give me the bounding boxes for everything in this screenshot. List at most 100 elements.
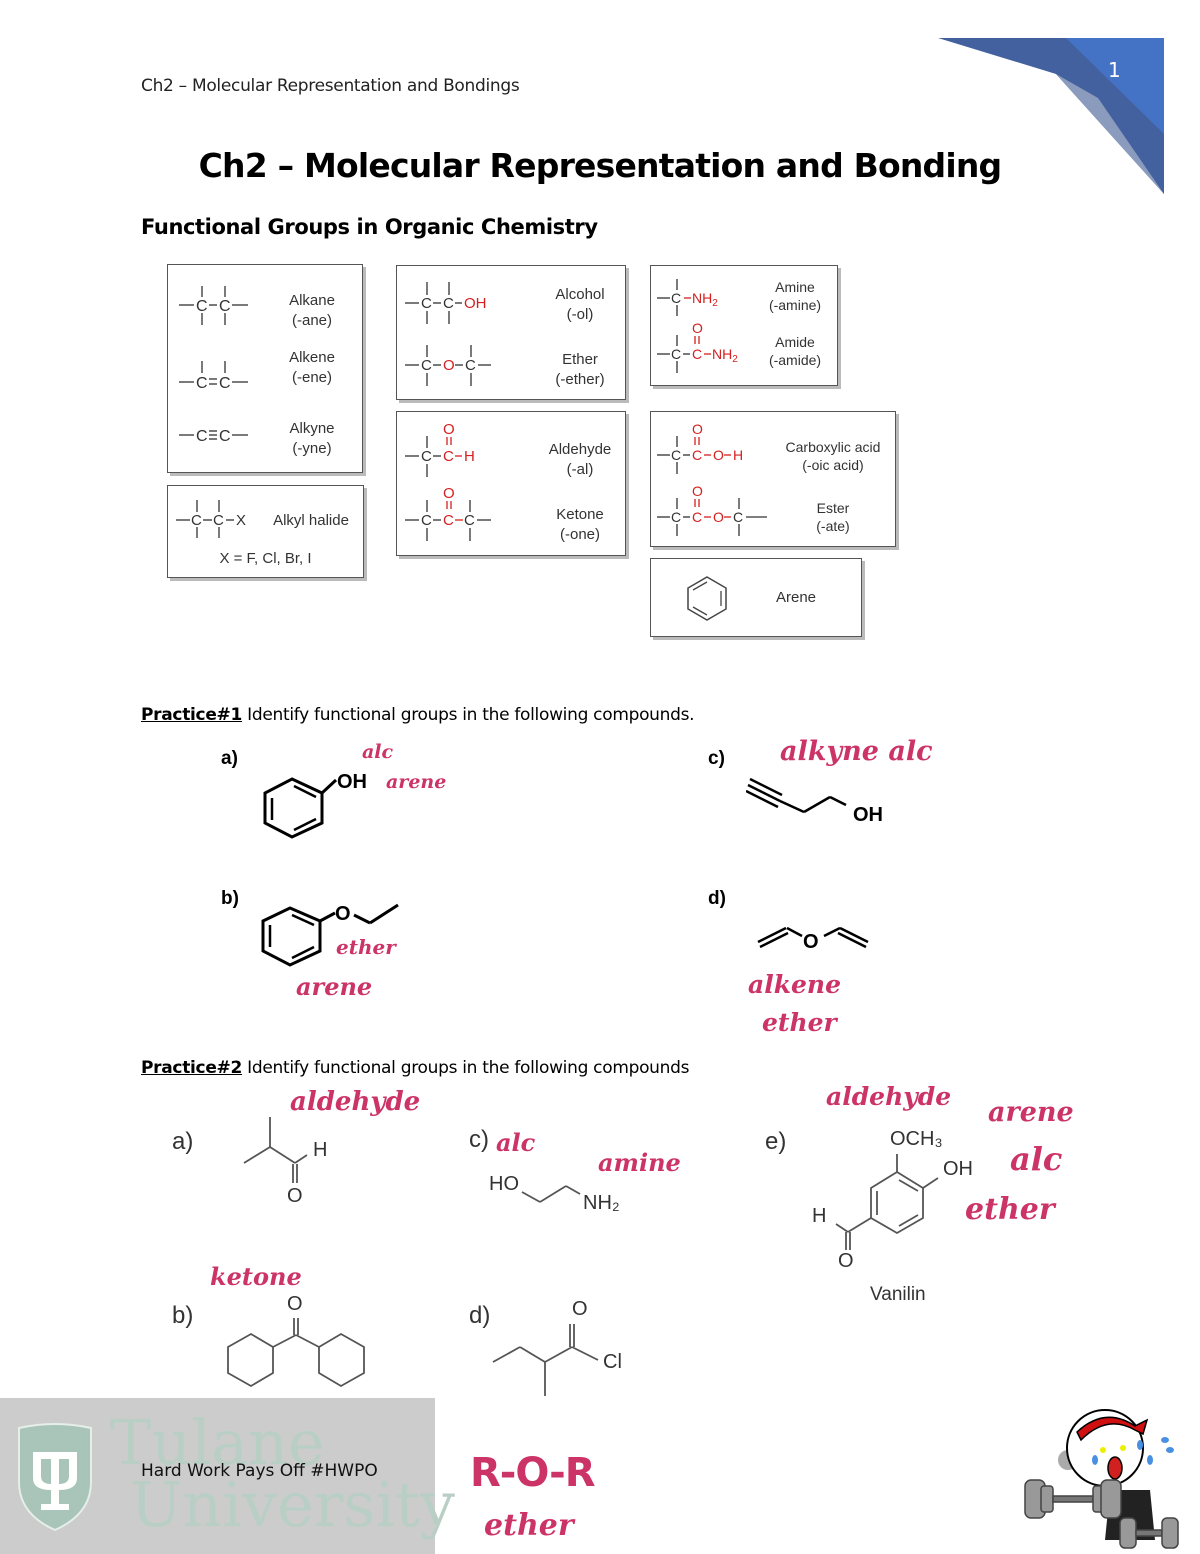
p2e-o-label: O [838, 1250, 854, 1272]
handwritten-ether: ether [484, 1508, 574, 1543]
svg-text:C: C [465, 357, 476, 374]
svg-text:C: C [219, 375, 231, 392]
ester-label: Ester (-ate) [816, 500, 850, 534]
p2-question-a-label: a) [172, 1128, 194, 1155]
isobutyraldehyde-structure [243, 1117, 308, 1183]
tulane-watermark-line2: University [130, 1468, 455, 1541]
svg-text:C: C [671, 290, 681, 306]
amide-label: Amide (-amide) [768, 334, 822, 368]
page-title: Ch2 – Molecular Representation and Bondi… [198, 146, 1003, 185]
p2e-answer-arene: arene [988, 1097, 1074, 1128]
svg-text:C: C [692, 447, 702, 463]
svg-text:C: C [671, 447, 681, 463]
p1d-answer-alkene: alkene [748, 970, 842, 999]
svg-text:H: H [464, 448, 475, 465]
p1-question-a-label: a) [221, 748, 238, 769]
page-number: 1 [1108, 58, 1121, 82]
p2a-h-label: H [313, 1139, 328, 1161]
amine-label: Amine (-amine) [768, 279, 822, 313]
svg-text:O: O [713, 447, 724, 463]
p2b-o-label: O [287, 1293, 303, 1315]
halogen-note: X = F, Cl, Br, I [219, 550, 312, 567]
p2d-o-label: O [572, 1298, 588, 1320]
dicyclohexyl-ketone-structure [227, 1318, 365, 1388]
svg-text:C: C [671, 509, 681, 525]
svg-text:X: X [236, 512, 246, 529]
p2a-o-label: O [287, 1185, 303, 1207]
ethoxybenzene-structure: O [261, 903, 399, 967]
p1-question-c-label: c) [708, 748, 725, 769]
section-heading: Functional Groups in Organic Chemistry [141, 215, 598, 239]
vanillin-structure [835, 1154, 939, 1250]
alkyne-label: Alkyne (-yne) [289, 420, 335, 457]
svg-text:C: C [196, 428, 208, 445]
svg-text:O: O [692, 421, 703, 437]
svg-text:H: H [733, 447, 743, 463]
svg-text:O: O [443, 421, 455, 438]
svg-text:C: C [196, 298, 208, 315]
svg-text:O: O [713, 509, 724, 525]
practice2-heading: Practice#2 Identify functional groups in… [141, 1058, 689, 1078]
p1-question-d-label: d) [708, 888, 726, 909]
p2e-h-label: H [812, 1205, 827, 1227]
weightlifting-mascot-icon [1024, 1409, 1179, 1549]
svg-text:C: C [421, 512, 432, 529]
p2e-oh-label: OH [943, 1158, 973, 1180]
practice1-instruction: Identify functional groups in the follow… [242, 705, 695, 725]
ketone-label: Ketone (-one) [556, 506, 604, 543]
svg-text:C: C [733, 509, 743, 525]
acyl-chloride-structure [492, 1324, 599, 1396]
ether-label: Ether (-ether) [555, 351, 605, 388]
benzene-ring-icon [687, 576, 727, 621]
p2c-answer-alc: alc [496, 1128, 536, 1157]
tulane-watermark-line1: Tulane [110, 1406, 325, 1479]
arene-label: Arene [775, 589, 817, 606]
p2-question-d-label: d) [469, 1302, 491, 1329]
p1d-answer-ether: ether [762, 1008, 837, 1037]
p2e-answer-aldehyde: aldehyde [826, 1082, 952, 1111]
svg-text:O: O [443, 485, 455, 502]
svg-text:C: C [421, 448, 432, 465]
alkene-label: Alkene (-ene) [289, 349, 335, 386]
p1a-answer-alc: alc [362, 741, 394, 763]
practice2-instruction: Identify functional groups in the follow… [242, 1058, 690, 1078]
footer-banner: Tulane University [0, 1398, 455, 1554]
alkane-label: Alkane (-ane) [289, 292, 335, 329]
practice2-label: Practice#2 [141, 1058, 243, 1078]
svg-text:C: C [191, 512, 202, 529]
p2-question-c-label: c) [469, 1126, 489, 1153]
svg-text:C: C [213, 512, 224, 529]
p1b-answer-arene: arene [296, 972, 373, 1001]
running-header: Ch2 – Molecular Representation and Bondi… [141, 76, 520, 96]
svg-text:C: C [219, 298, 231, 315]
svg-text:OH: OH [464, 295, 487, 312]
p2-question-b-label: b) [172, 1302, 194, 1329]
alcohol-label: Alcohol (-ol) [555, 286, 605, 323]
svg-text:C: C [219, 428, 231, 445]
svg-text:C: C [692, 346, 702, 362]
p2e-answer-alc: alc [1010, 1140, 1063, 1178]
butynol-structure [746, 777, 847, 814]
phenol-structure [263, 777, 338, 839]
carboxylic-acid-label: Carboxylic acid (-oic acid) [785, 439, 881, 473]
p2b-answer-ketone: ketone [210, 1262, 302, 1291]
p2-question-e-label: e) [765, 1128, 787, 1155]
svg-text:C: C [443, 295, 454, 312]
svg-text:C: C [464, 512, 475, 529]
footer-motto: Hard Work Pays Off #HWPO [141, 1461, 378, 1481]
p1c-oh-label: OH [853, 804, 883, 826]
p1a-oh-label: OH [337, 771, 367, 793]
p2e-answer-ether: ether [965, 1192, 1055, 1227]
practice1-heading: Practice#1 Identify functional groups in… [141, 705, 695, 725]
svg-text:C: C [196, 375, 208, 392]
vanillin-caption: Vanilin [870, 1284, 926, 1305]
